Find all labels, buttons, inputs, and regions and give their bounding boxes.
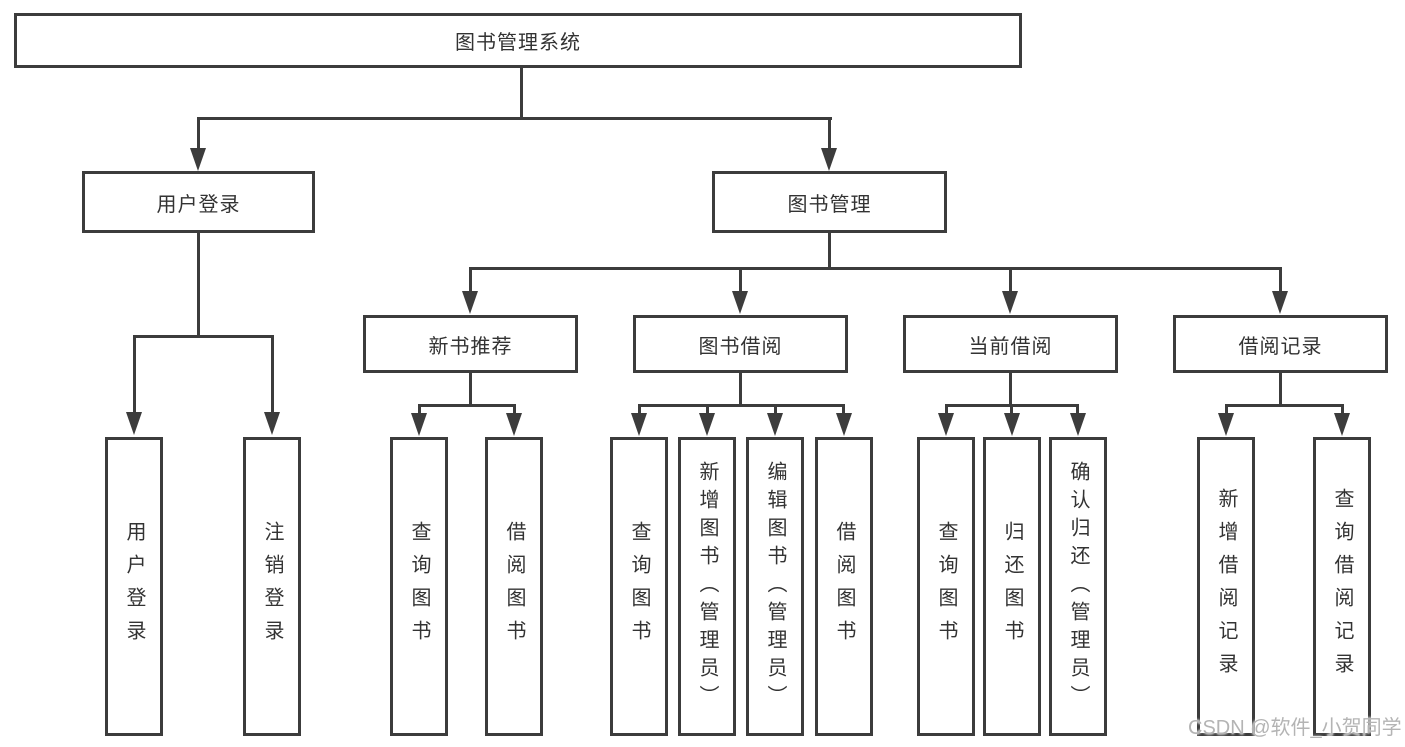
connector-v (739, 373, 742, 406)
connector-v (774, 404, 777, 415)
arrow-down-icon (938, 413, 954, 436)
watermark: CSDN @软件_小贺同学 (1188, 717, 1402, 739)
connector-v (1341, 404, 1344, 415)
arrow-down-icon (836, 413, 852, 436)
connector-v (469, 373, 472, 406)
node-book-management-label: 图书管理 (787, 193, 872, 216)
leaf-bb-borrow-books-label: 借阅图书 (833, 520, 855, 653)
node-book-management: 图书管理 (712, 171, 947, 233)
connector-v (133, 335, 136, 415)
connector-v (197, 117, 200, 150)
connector-v (828, 233, 831, 269)
leaf-bb-edit-books-admin-label: 编辑图书（管理员） (764, 460, 786, 713)
arrow-down-icon (462, 291, 478, 314)
connector-h (469, 267, 1282, 270)
node-user-login-label: 用户登录 (156, 193, 241, 216)
arrow-down-icon (264, 412, 280, 435)
connector-v (513, 404, 516, 415)
arrow-down-icon (506, 413, 522, 436)
leaf-logout-label: 注销登录 (261, 520, 283, 653)
connector-v (842, 404, 845, 415)
node-current-borrow-label: 当前借阅 (968, 335, 1053, 358)
node-new-book-recommend-label: 新书推荐 (428, 335, 513, 358)
leaf-br-query-record-label: 查询借阅记录 (1331, 487, 1353, 686)
node-current-borrow: 当前借阅 (903, 315, 1118, 373)
arrow-down-icon (411, 413, 427, 436)
arrow-down-icon (821, 148, 837, 171)
connector-h (197, 117, 832, 120)
leaf-br-query-record: 查询借阅记录 (1313, 437, 1371, 736)
leaf-nb-borrow-books: 借阅图书 (485, 437, 543, 736)
leaf-user-login-label: 用户登录 (123, 520, 145, 653)
leaf-bb-add-books-admin: 新增图书（管理员） (678, 437, 736, 736)
connector-v (828, 117, 831, 150)
node-book-borrow-label: 图书借阅 (698, 335, 783, 358)
connector-v (469, 267, 472, 293)
arrow-down-icon (732, 291, 748, 314)
connector-h (418, 404, 516, 407)
leaf-bb-edit-books-admin: 编辑图书（管理员） (746, 437, 804, 736)
node-root: 图书管理系统 (14, 13, 1022, 68)
arrow-down-icon (631, 413, 647, 436)
connector-v (945, 404, 948, 415)
leaf-bb-add-books-admin-label: 新增图书（管理员） (696, 460, 718, 713)
connector-v (197, 233, 200, 337)
node-borrow-record: 借阅记录 (1173, 315, 1388, 373)
node-book-borrow: 图书借阅 (633, 315, 848, 373)
arrow-down-icon (1272, 291, 1288, 314)
connector-v (1009, 267, 1012, 293)
leaf-br-add-record-label: 新增借阅记录 (1215, 487, 1237, 686)
node-user-login: 用户登录 (82, 171, 315, 233)
connector-v (1279, 373, 1282, 406)
leaf-nb-borrow-books-label: 借阅图书 (503, 520, 525, 653)
leaf-cb-return-books: 归还图书 (983, 437, 1041, 736)
node-root-label: 图书管理系统 (455, 32, 581, 54)
connector-h (638, 404, 845, 407)
connector-v (271, 335, 274, 415)
connector-v (1225, 404, 1228, 415)
leaf-cb-query-books: 查询图书 (917, 437, 975, 736)
leaf-cb-confirm-return-admin-label: 确认归还（管理员） (1067, 460, 1089, 713)
arrow-down-icon (1218, 413, 1234, 436)
leaf-cb-query-books-label: 查询图书 (935, 520, 957, 653)
leaf-nb-query-books-label: 查询图书 (408, 520, 430, 653)
connector-v (520, 68, 523, 120)
leaf-nb-query-books: 查询图书 (390, 437, 448, 736)
node-new-book-recommend: 新书推荐 (363, 315, 578, 373)
leaf-br-add-record: 新增借阅记录 (1197, 437, 1255, 736)
connector-v (1279, 267, 1282, 293)
leaf-logout: 注销登录 (243, 437, 301, 736)
arrow-down-icon (1004, 413, 1020, 436)
leaf-cb-return-books-label: 归还图书 (1001, 520, 1023, 653)
connector-v (1076, 404, 1079, 415)
leaf-bb-borrow-books: 借阅图书 (815, 437, 873, 736)
connector-v (638, 404, 641, 415)
connector-v (739, 267, 742, 293)
leaf-bb-query-books: 查询图书 (610, 437, 668, 736)
connector-h (133, 335, 274, 338)
arrow-down-icon (1002, 291, 1018, 314)
arrow-down-icon (1070, 413, 1086, 436)
leaf-user-login: 用户登录 (105, 437, 163, 736)
leaf-cb-confirm-return-admin: 确认归还（管理员） (1049, 437, 1107, 736)
connector-v (418, 404, 421, 415)
connector-v (706, 404, 709, 415)
arrow-down-icon (1334, 413, 1350, 436)
connector-v (1009, 373, 1012, 406)
arrow-down-icon (190, 148, 206, 171)
arrow-down-icon (699, 413, 715, 436)
arrow-down-icon (126, 412, 142, 435)
leaf-bb-query-books-label: 查询图书 (628, 520, 650, 653)
arrow-down-icon (767, 413, 783, 436)
connector-h (1225, 404, 1343, 407)
connector-v (1010, 404, 1013, 415)
node-borrow-record-label: 借阅记录 (1238, 335, 1323, 358)
